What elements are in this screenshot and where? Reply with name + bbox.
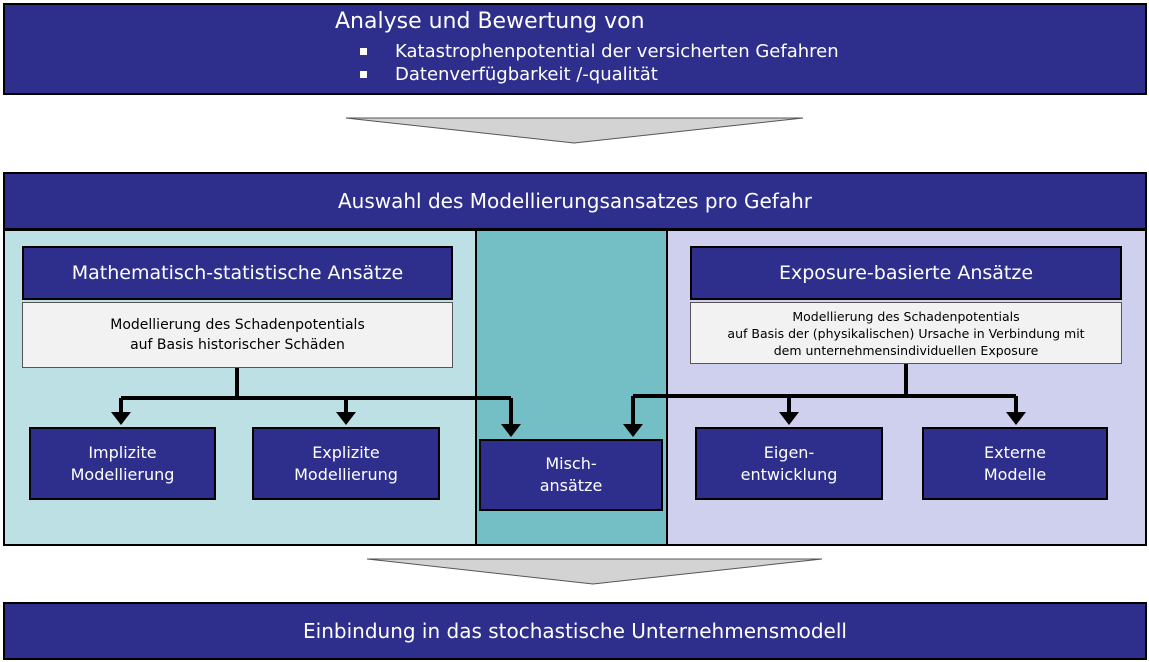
analysis-box — [3, 3, 1147, 95]
exposure-approaches-label: Exposure-basierte Ansätze — [778, 262, 1034, 284]
leaf-line: Modellierung — [294, 464, 398, 484]
arrowhead-icon — [111, 412, 131, 425]
funnel-arrow-icon — [345, 117, 804, 144]
bullet-square-icon — [360, 71, 367, 78]
leaf-line: ansätze — [539, 476, 603, 495]
leaf-line: Misch- — [545, 454, 597, 473]
mixed-approaches-box: Misch- ansätze — [479, 439, 663, 511]
statistical-description: Modellierung des Schadenpotentials auf B… — [22, 302, 453, 368]
description-line: Modellierung des Schadenpotentials — [792, 308, 1020, 324]
description-line: auf Basis der (physikalischen) Ursache i… — [727, 325, 1085, 341]
integration-title: Einbindung in das stochastische Unterneh… — [303, 619, 847, 643]
description-line: auf Basis historischer Schäden — [130, 337, 345, 353]
arrowhead-icon — [623, 424, 643, 437]
leaf-line: Explizite — [312, 442, 380, 462]
explicit-modelling-box: Explizite Modellierung — [252, 427, 440, 500]
leaf-line: Implizite — [88, 442, 157, 462]
arrowhead-icon — [501, 424, 521, 437]
selection-title: Auswahl des Modellierungsansatzes pro Ge… — [337, 189, 812, 213]
integration-box: Einbindung in das stochastische Unterneh… — [3, 602, 1147, 660]
external-models-box: Externe Modelle — [922, 427, 1108, 500]
exposure-description: Modellierung des Schadenpotentials auf B… — [690, 302, 1122, 364]
left-connector — [119, 368, 513, 426]
arrowhead-icon — [779, 412, 799, 425]
analysis-bullet-text: Katastrophenpotential der versicherten G… — [395, 41, 839, 62]
analysis-bullet: Katastrophenpotential der versicherten G… — [360, 41, 839, 62]
leaf-line: Modellierung — [70, 464, 175, 484]
exposure-approaches-heading: Exposure-basierte Ansätze — [690, 246, 1122, 300]
arrowhead-icon — [336, 412, 356, 425]
leaf-line: Eigen- — [763, 442, 815, 462]
leaf-line: Modelle — [983, 464, 1047, 484]
own-development-box: Eigen- entwicklung — [695, 427, 883, 500]
analysis-bullet-text: Datenverfügbarkeit /-qualität — [395, 64, 658, 85]
selection-box: Auswahl des Modellierungsansatzes pro Ge… — [3, 172, 1147, 230]
right-connector — [631, 364, 1018, 426]
bullet-square-icon — [360, 48, 367, 55]
implicit-modelling-box: Implizite Modellierung — [29, 427, 216, 500]
funnel-arrow-icon — [366, 558, 823, 585]
leaf-line: Externe — [984, 442, 1046, 462]
statistical-approaches-label: Mathematisch-statistische Ansätze — [71, 262, 404, 284]
arrowhead-icon — [1006, 412, 1026, 425]
leaf-line: entwicklung — [740, 464, 838, 484]
description-line: dem unternehmensindividuellen Exposure — [773, 342, 1039, 358]
analysis-bullet: Datenverfügbarkeit /-qualität — [360, 64, 658, 85]
statistical-approaches-heading: Mathematisch-statistische Ansätze — [22, 246, 453, 300]
analysis-title: Analyse und Bewertung von — [335, 9, 645, 34]
description-line: Modellierung des Schadenpotentials — [110, 317, 365, 333]
